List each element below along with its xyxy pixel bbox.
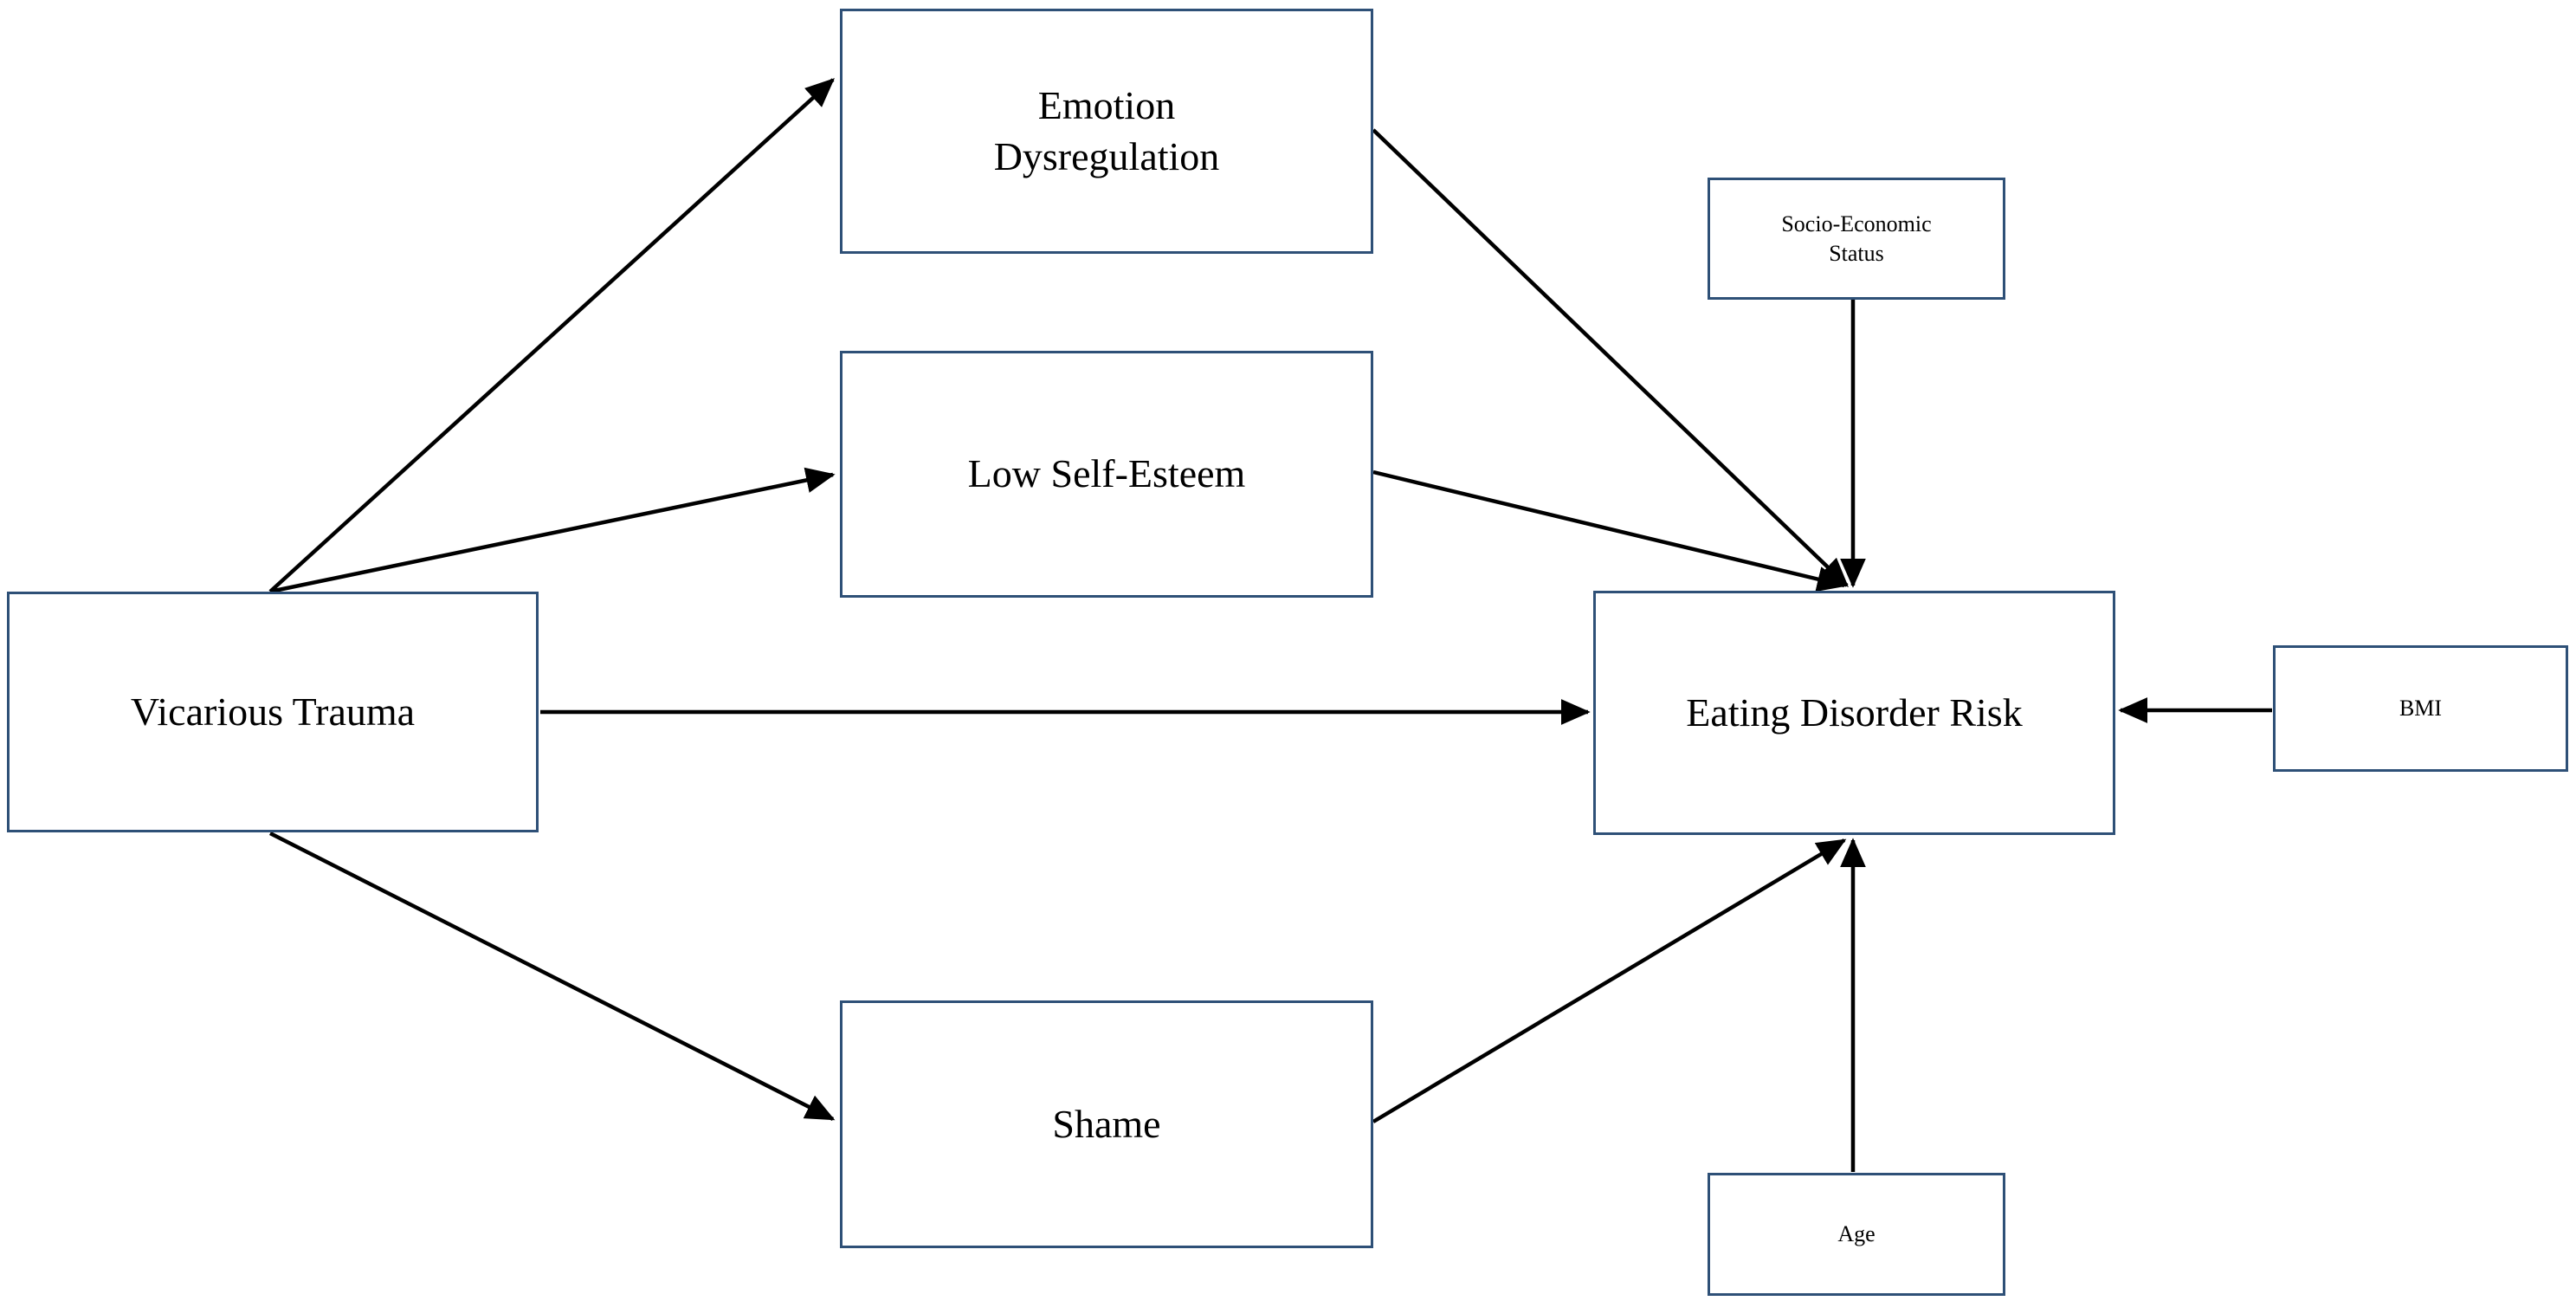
edge-vt-to-low-self-esteem — [269, 467, 836, 594]
node-label-low-self-esteem: Low Self-Esteem — [967, 451, 1246, 496]
node-emotion-dysregulation[interactable]: Emotion Dysregulation — [840, 9, 1373, 254]
node-bmi[interactable]: BMI — [2273, 645, 2568, 772]
edge-low-self-esteem-to-eating-disorder-risk — [1372, 469, 1847, 592]
node-age[interactable]: Age — [1708, 1173, 2005, 1296]
node-shame[interactable]: Shame — [840, 1000, 1373, 1248]
edge-vt-to-emotion-dysregulation — [268, 78, 835, 593]
node-vicarious-trauma[interactable]: Vicarious Trauma — [7, 592, 539, 832]
edge-shame-to-eating-disorder-risk — [1372, 838, 1847, 1123]
node-label-bmi: BMI — [2398, 696, 2443, 722]
node-label-emotion-dysregulation: Emotion Dysregulation — [993, 82, 1220, 178]
node-socio-economic-status[interactable]: Socio-Economic Status — [1708, 178, 2005, 300]
node-eating-disorder-risk[interactable]: Eating Disorder Risk — [1593, 591, 2115, 835]
node-label-age: Age — [1837, 1221, 1876, 1247]
node-label-socio-economic-status: Socio-Economic Status — [1781, 211, 1932, 266]
node-label-vicarious-trauma: Vicarious Trauma — [130, 689, 416, 734]
node-label-eating-disorder-risk: Eating Disorder Risk — [1686, 689, 2023, 735]
node-label-shame: Shame — [1052, 1101, 1161, 1146]
node-low-self-esteem[interactable]: Low Self-Esteem — [840, 351, 1373, 598]
edge-vt-to-shame — [268, 831, 836, 1122]
